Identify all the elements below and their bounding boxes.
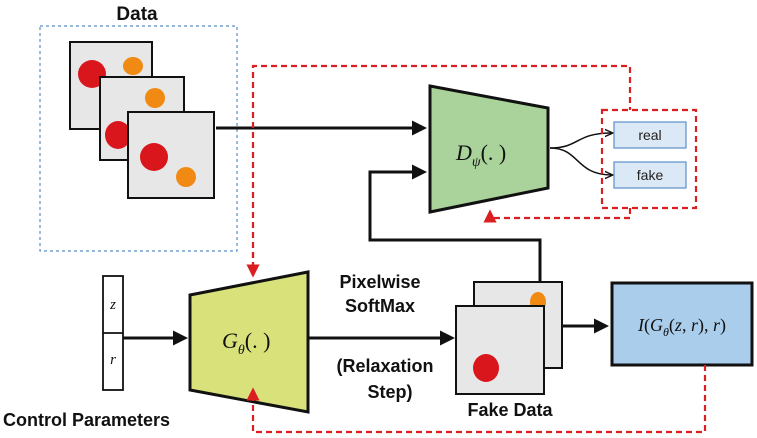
red-dot	[105, 121, 131, 149]
discriminator-suffix: (. )	[481, 140, 507, 165]
data-title: Data	[116, 4, 158, 25]
red-dot	[473, 354, 499, 382]
data-image-stack	[69, 41, 215, 199]
fake-card-front	[455, 305, 545, 395]
softmax-line-2: SoftMax	[345, 296, 415, 316]
generator-label: Gθ(. )	[222, 328, 270, 358]
generator-suffix: (. )	[245, 328, 271, 353]
image-output-I: I	[637, 315, 645, 335]
softmax-line-3: (Relaxation	[336, 356, 433, 376]
discriminator-prefix: D	[455, 140, 472, 165]
arrow-to-fake	[549, 147, 612, 175]
real-label: real	[638, 127, 661, 143]
real-label-box	[613, 121, 687, 149]
orange-dot	[123, 57, 143, 75]
image-output-box	[610, 281, 754, 367]
fake-label-box	[613, 161, 687, 189]
generator-prefix: G	[222, 328, 238, 353]
red-dot	[140, 143, 168, 171]
softmax-line-4: Step)	[368, 382, 413, 402]
fake-data-label: Fake Data	[467, 400, 553, 420]
generator-block	[188, 270, 310, 414]
feedback-arrow-to-discriminator	[483, 208, 632, 223]
discriminator-sub: ψ	[472, 155, 481, 170]
r-label: r	[110, 352, 116, 368]
orange-dot	[145, 88, 165, 108]
feedback-loop-bottom	[246, 365, 707, 434]
discriminator-label: Dψ(. )	[455, 140, 506, 170]
fake-data-stack	[455, 281, 563, 395]
generator-sub: θ	[238, 343, 245, 358]
arrow-fake-to-discriminator	[368, 164, 542, 285]
z-label: z	[109, 297, 116, 313]
softmax-line-1: Pixelwise	[339, 272, 420, 292]
orange-dot	[176, 167, 196, 187]
fake-label: fake	[637, 167, 664, 183]
discriminator-block	[428, 84, 550, 214]
image-output-label: I(Gθ(z, r), r)	[637, 315, 726, 339]
data-container	[39, 25, 238, 252]
feedback-loop-top	[251, 64, 632, 268]
output-dashed-box	[600, 108, 698, 210]
control-parameters-label: Control Parameters	[3, 410, 170, 430]
